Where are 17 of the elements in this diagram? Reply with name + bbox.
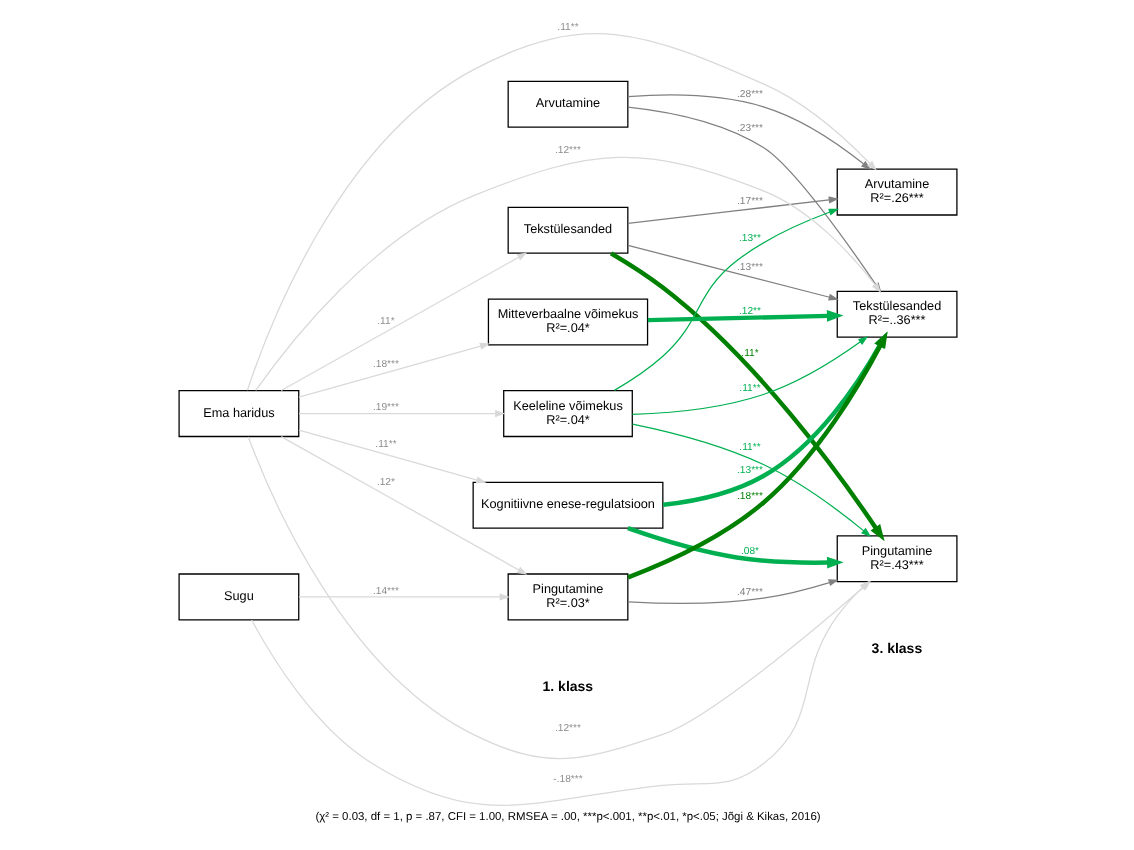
arrow — [626, 526, 843, 569]
arrow — [626, 94, 871, 171]
arrow — [297, 429, 486, 484]
arrow — [646, 310, 843, 323]
arrow — [661, 331, 887, 508]
arrow — [612, 208, 838, 392]
arrow — [626, 579, 838, 605]
arrow — [626, 196, 838, 225]
arrow — [630, 336, 868, 416]
arrow — [279, 436, 527, 575]
arrow — [245, 33, 876, 391]
arrow — [279, 252, 527, 392]
arrow — [626, 331, 887, 580]
arrow — [626, 244, 838, 301]
arrow — [297, 342, 490, 398]
arrow — [297, 410, 505, 418]
arrow — [630, 423, 871, 537]
